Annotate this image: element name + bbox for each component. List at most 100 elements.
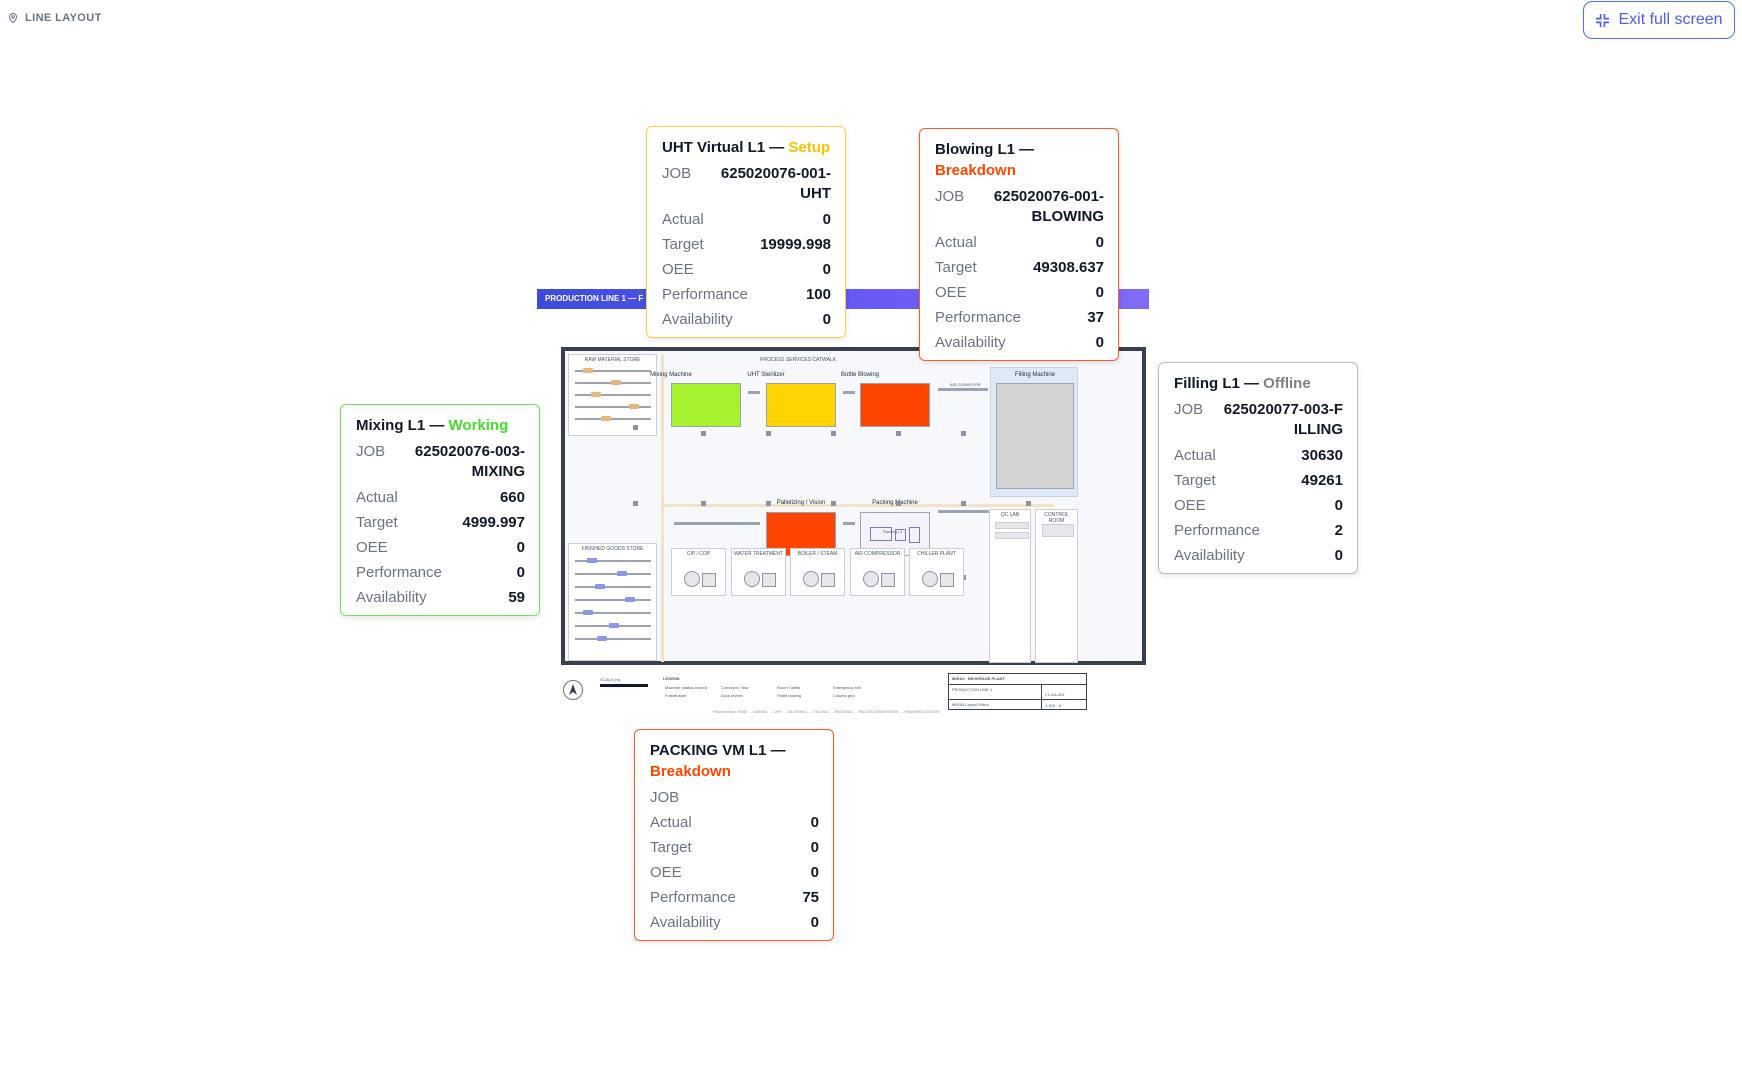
target-key: Target [1174,472,1216,489]
actual-row: Actual 30630 [1174,446,1343,465]
oee-key: OEE [1174,497,1206,514]
title-block-scale: 1:200 · A [1045,703,1062,708]
utility-room: CIP / COP [671,548,726,596]
performance-value: 2 [1334,522,1343,539]
performance-row: Performance 37 [935,308,1104,327]
target-value: 49308.637 [1033,259,1104,276]
oee-key: OEE [935,284,967,301]
oee-row: OEE 0 [662,260,831,279]
job-key: JOB [662,165,692,182]
job-key: JOB [1174,401,1204,418]
machine-name: Mixing L1 — [356,417,445,434]
utility-room-label: CHILLER PLANT [917,551,956,557]
minimize-icon [1596,13,1610,27]
legend-item: Dock leveler [721,693,744,698]
title-block-editor: MIRA3 Layout Editor [952,702,989,707]
legend-item: Emergency exit [833,685,861,690]
target-value: 4999.997 [462,514,525,531]
performance-key: Performance [1174,522,1260,539]
target-key: Target [935,259,977,276]
target-key: Target [356,514,398,531]
uht-sterilizer-machine[interactable] [766,383,836,427]
machine-name: Filling L1 — [1174,375,1259,392]
uht-sterilizer-label: UHT Sterilizer [747,372,785,378]
oee-key: OEE [662,261,694,278]
performance-value: 37 [1087,309,1104,326]
performance-key: Performance [935,309,1021,326]
filling-status-card[interactable]: Filling L1 — Offline JOB 625020077-003-F… [1158,362,1358,574]
packing-vm-status-card[interactable]: PACKING VM L1 — Breakdown JOB Actual 0 T… [634,729,834,941]
title-block-drawing: L1-GA-001 [1045,692,1065,697]
filling-machine-label: Filling Machine [1014,372,1056,378]
map-pin-icon [8,13,18,23]
actual-key: Actual [662,211,704,228]
performance-value: 75 [802,889,819,906]
oee-value: 0 [516,539,525,556]
availability-row: Availability 59 [356,588,525,607]
filling-machine[interactable] [996,383,1074,489]
blowing-status-card[interactable]: Blowing L1 — Breakdown JOB 625020076-001… [919,128,1119,361]
target-row: Target 49261 [1174,471,1343,490]
actual-value: 0 [822,211,831,228]
job-key: JOB [935,188,965,205]
oee-row: OEE 0 [1174,496,1343,515]
actual-value: 30630 [1301,447,1343,464]
status-badge: Working [448,417,509,434]
target-row: Target 4999.997 [356,513,525,532]
job-value: 625020077-003-FILLING [1223,401,1343,438]
utility-room-label: AIR COMPRESSOR [854,551,901,557]
mixing-machine[interactable] [671,383,741,427]
raw-material-store: RAW MATERIAL STORE [568,354,657,436]
target-row: Target 0 [650,838,819,857]
target-value: 0 [810,839,819,856]
oee-row: OEE 0 [650,863,819,882]
availability-key: Availability [935,334,1006,351]
control-room-label: CONTROL ROOM [1044,512,1069,524]
control-room: CONTROL ROOM [1035,509,1078,663]
oee-value: 0 [822,261,831,278]
availability-row: Availability 0 [662,310,831,329]
bottle-blowing-machine[interactable] [860,383,930,427]
page-title: LINE LAYOUT [8,12,102,24]
availability-key: Availability [1174,547,1245,564]
legend-item: Machine (status-bound) [665,685,708,690]
title-block-company: MIRA3 · BEVERAGE PLANT [952,676,1005,681]
finished-goods-store: FINISHED GOODS STORE [568,543,657,661]
availability-key: Availability [662,311,733,328]
uht-virtual-status-card[interactable]: UHT Virtual L1 — Setup JOB 625020076-001… [646,126,846,338]
availability-value: 0 [822,311,831,328]
title-block: MIRA3 · BEVERAGE PLANT PRODUCTION LINE 1… [948,673,1087,710]
catwalk-label: PROCESS SERVICES CATWALK [760,357,837,363]
bottle-blowing-label: Bottle Blowing [840,372,880,378]
legend-item: Room / utility [777,685,801,690]
mixing-status-card[interactable]: Mixing L1 — Working JOB 625020076-003-MI… [340,404,540,616]
actual-value: 0 [810,814,819,831]
job-value: 625020076-001-BLOWING [993,188,1104,225]
machine-name: PACKING VM L1 — [650,742,786,759]
actual-row: Actual 0 [935,233,1104,252]
utility-room: WATER TREATMENT [731,548,786,596]
mixing-machine-label: Mixing Machine [650,372,692,378]
exit-full-screen-button[interactable]: Exit full screen [1583,1,1735,39]
performance-row: Performance 75 [650,888,819,907]
availability-value: 59 [508,589,525,606]
packing-machine-label: Packing Machine [872,500,918,506]
machine-name: UHT Virtual L1 — [662,139,785,156]
exit-full-screen-label: Exit full screen [1618,11,1723,28]
availability-key: Availability [650,914,721,931]
legend-item: Pallet racking [777,693,802,698]
legend-item: Conveyor / flow [721,685,749,690]
target-key: Target [650,839,692,856]
actual-row: Actual 660 [356,488,525,507]
target-row: Target 19999.998 [662,235,831,254]
legend-item: Column grid [833,693,855,698]
scale-label: SCALE (m) [600,677,621,682]
actual-row: Actual 0 [650,813,819,832]
actual-value: 0 [1095,234,1104,251]
process-flow-note: Process flow: RAW → MIXING → UHT → BLOWI… [713,709,940,714]
job-row: JOB 625020077-003-FILLING [1174,400,1343,440]
job-key: JOB [356,443,386,460]
status-badge: Breakdown [650,763,731,780]
packing-tag: Packing L1 [883,529,903,534]
status-badge: Offline [1263,375,1311,392]
